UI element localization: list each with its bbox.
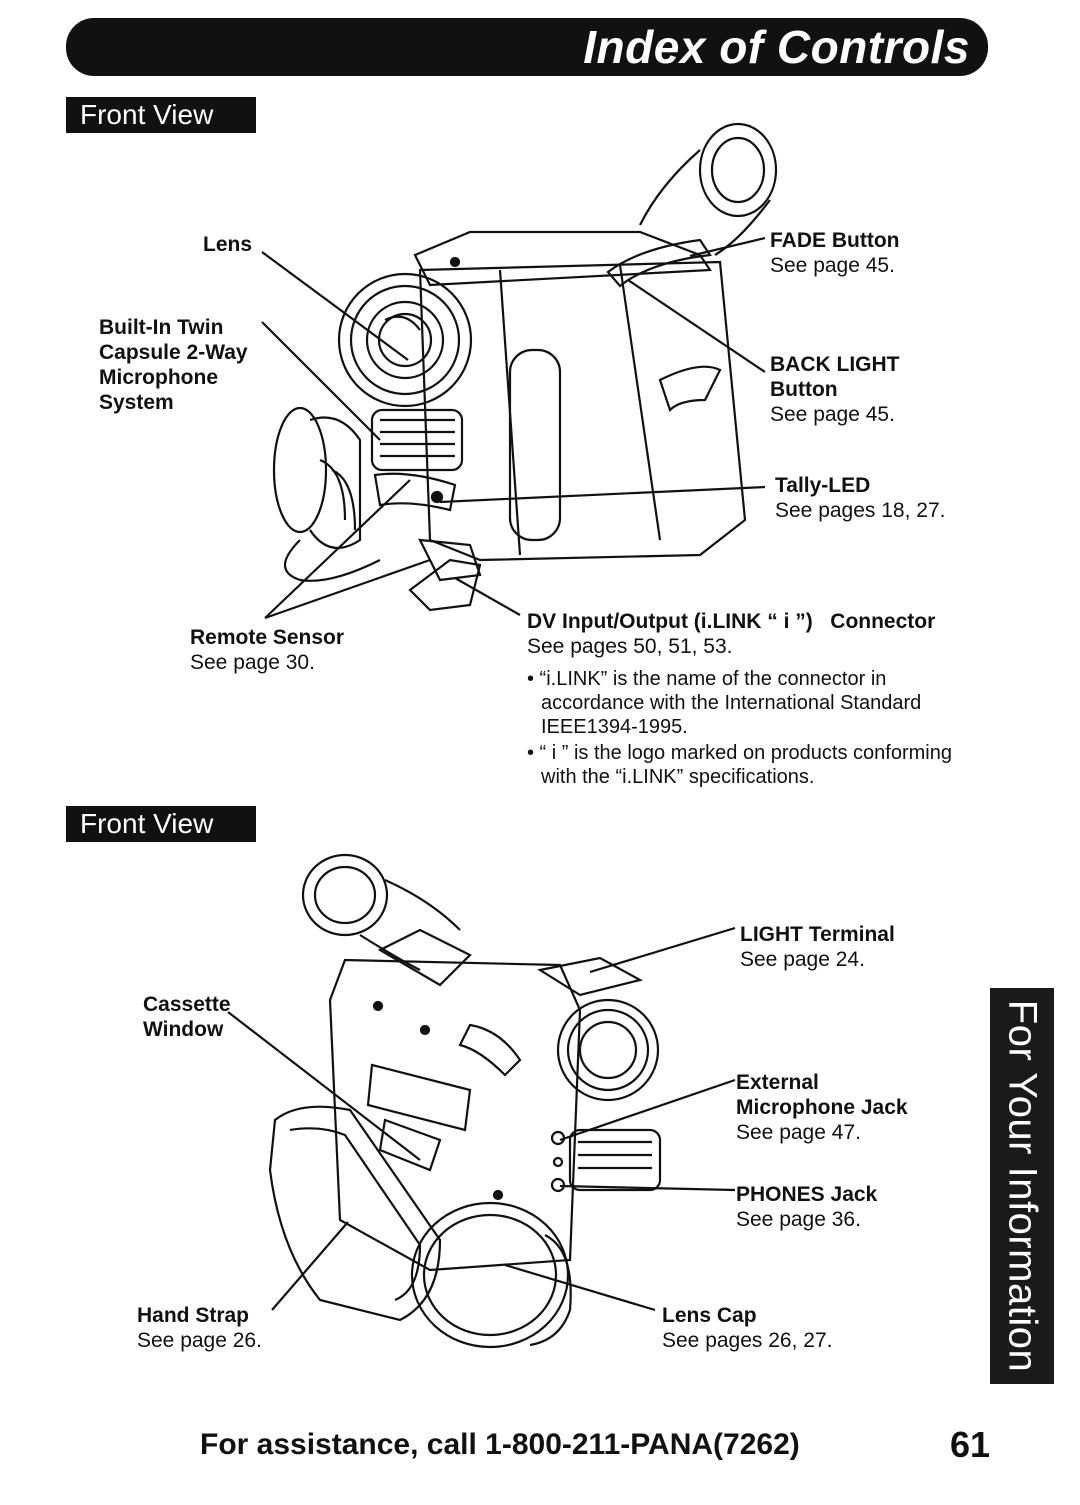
side-tab-label: For Your Information [1000,999,1045,1373]
strap-title: Hand Strap [137,1304,250,1327]
backlight-title: BACK LIGHT Button [770,353,900,401]
lenscap-ref: See pages 26, 27. [662,1329,833,1352]
leader-phones [559,1184,736,1192]
ext-mic-ref: See page 47. [736,1121,861,1144]
tally-ref: See pages 18, 27. [775,499,946,522]
backlight-ref: See page 45. [770,403,895,426]
leader-remote-b [264,558,431,620]
leader-cassette [227,1011,421,1161]
leader-lenscap [504,1263,656,1312]
label-cassette-window: Cassette Window [143,992,253,1042]
label-remote-sensor: Remote Sensor See page 30. [190,625,344,675]
leader-strap [271,1221,349,1311]
leader-tally [439,485,766,504]
light-ref: See page 24. [740,948,865,971]
label-light-terminal: LIGHT Terminal See page 24. [740,922,895,972]
label-tally-led: Tally-LED See pages 18, 27. [775,473,945,523]
fade-title: FADE Button [770,229,900,252]
ilink-notes: • “i.LINK” is the name of the connector … [527,667,987,791]
label-fade-button: FADE Button See page 45. [770,228,899,278]
ilink-note-2: • “ i ” is the logo marked on products c… [527,742,952,788]
page-number: 61 [950,1424,991,1465]
leader-lens [261,251,409,361]
remote-ref: See page 30. [190,651,315,674]
phones-title: PHONES Jack [736,1183,878,1206]
section-label-front-view-1: Front View [66,97,256,133]
lens-title: Lens [203,233,253,256]
leader-light [589,926,736,974]
lenscap-title: Lens Cap [662,1304,757,1327]
camcorder-front-illustration [272,122,778,612]
section-label-front-view-2: Front View [66,806,256,842]
remote-title: Remote Sensor [190,626,345,649]
label-phones-jack: PHONES Jack See page 36. [736,1182,877,1232]
leader-remote-a [264,479,411,619]
leader-dv [454,577,521,616]
label-dv-connector: DV Input/Output (i.LINK “ i ”) Connector… [527,609,935,659]
ext-mic-title: External Microphone Jack [736,1071,908,1119]
ilink-note-1: • “i.LINK” is the name of the connector … [527,668,922,738]
strap-ref: See page 26. [137,1329,262,1352]
camcorder-rear-illustration [268,853,662,1349]
header-banner: Index of Controls [66,18,988,76]
leader-microphone [261,321,381,441]
label-external-mic-jack: External Microphone Jack See page 47. [736,1070,936,1145]
phones-ref: See page 36. [736,1208,861,1231]
fade-ref: See page 45. [770,254,895,277]
leader-ext-mic [559,1078,736,1142]
microphone-title: Built-In Twin Capsule 2-Way Microphone S… [99,316,248,414]
light-title: LIGHT Terminal [740,923,895,946]
page-title: Index of Controls [583,21,970,73]
tally-title: Tally-LED [775,474,871,497]
label-microphone: Built-In Twin Capsule 2-Way Microphone S… [99,315,267,415]
label-lens-cap: Lens Cap See pages 26, 27. [662,1303,832,1353]
leader-backlight [627,279,766,373]
label-lens: Lens [203,232,252,257]
leader-fade [689,236,766,258]
side-tab: For Your Information [990,988,1054,1384]
footer-assistance: For assistance, call 1-800-211-PANA(7262… [200,1428,800,1461]
label-backlight-button: BACK LIGHT Button See page 45. [770,352,920,427]
dv-title: DV Input/Output (i.LINK “ i ”) Connector [527,610,936,633]
label-hand-strap: Hand Strap See page 26. [137,1303,262,1353]
cassette-title: Cassette Window [143,993,231,1041]
dv-ref: See pages 50, 51, 53. [527,635,733,658]
